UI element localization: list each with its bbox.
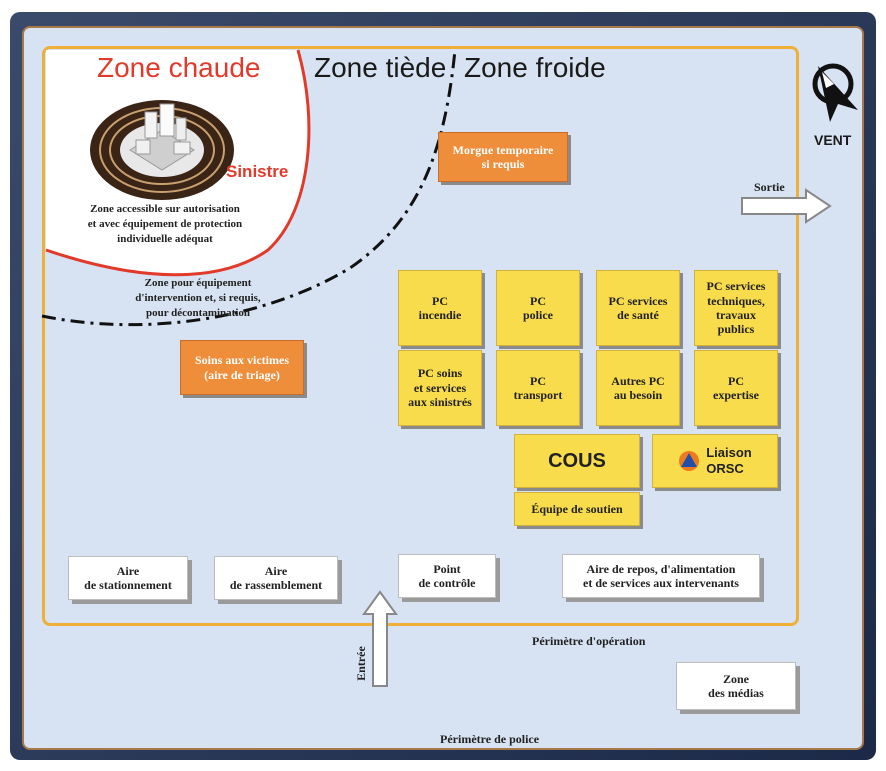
triage-box: Soins aux victimes (aire de triage): [180, 340, 304, 395]
wind-label: VENT: [814, 132, 852, 148]
entry-arrow-icon: [362, 590, 398, 687]
cold-zone-title: Zone froide: [464, 52, 606, 83]
pc-box-fire: PC incendie: [398, 270, 482, 346]
pc-box-care: PC soins et services aux sinistrés: [398, 350, 482, 426]
hot-zone-title: Zone chaude: [97, 52, 261, 83]
warm-zone-note: Zone pour équipement d'intervention et, …: [135, 277, 261, 319]
morgue-box: Morgue temporaire si requis: [438, 132, 568, 182]
civil-protection-icon: [679, 451, 700, 471]
pc-box-technical: PC services techniques, travaux publics: [694, 270, 778, 346]
rest-area-box: Aire de repos, d'alimentation et de serv…: [562, 554, 760, 598]
exit-arrow-icon: [741, 188, 832, 224]
pc-box-health: PC services de santé: [596, 270, 680, 346]
operation-perimeter: [42, 46, 799, 626]
media-zone-box: Zone des médias: [676, 662, 796, 710]
cous-box: COUS: [514, 434, 640, 488]
pc-box-transport: PC transport: [496, 350, 580, 426]
hot-zone-boundary: [45, 49, 311, 277]
hot-zone-note: Zone accessible sur autorisation et avec…: [87, 203, 243, 245]
checkpoint-box: Point de contrôle: [398, 554, 496, 598]
wind-direction-icon: [812, 63, 858, 122]
support-team-box: Équipe de soutien: [514, 492, 640, 526]
disaster-site-icon: [90, 100, 234, 200]
pc-box-other: Autres PC au besoin: [596, 350, 680, 426]
police-perimeter-label: Périmètre de police: [440, 732, 540, 746]
pc-box-expertise: PC expertise: [694, 350, 778, 426]
liaison-orsc-label: Liaison ORSC: [706, 445, 752, 476]
exit-label: Sortie: [754, 180, 785, 194]
liaison-orsc-box: Liaison ORSC: [652, 434, 778, 488]
operation-perimeter-label: Périmètre d'opération: [532, 634, 646, 648]
entry-label: Entrée: [353, 646, 368, 681]
sinistre-label: Sinistre: [226, 162, 289, 181]
pc-box-police: PC police: [496, 270, 580, 346]
warm-zone-title: Zone tiède: [314, 52, 447, 83]
parking-area-box: Aire de stationnement: [68, 556, 188, 600]
assembly-area-box: Aire de rassemblement: [214, 556, 338, 600]
